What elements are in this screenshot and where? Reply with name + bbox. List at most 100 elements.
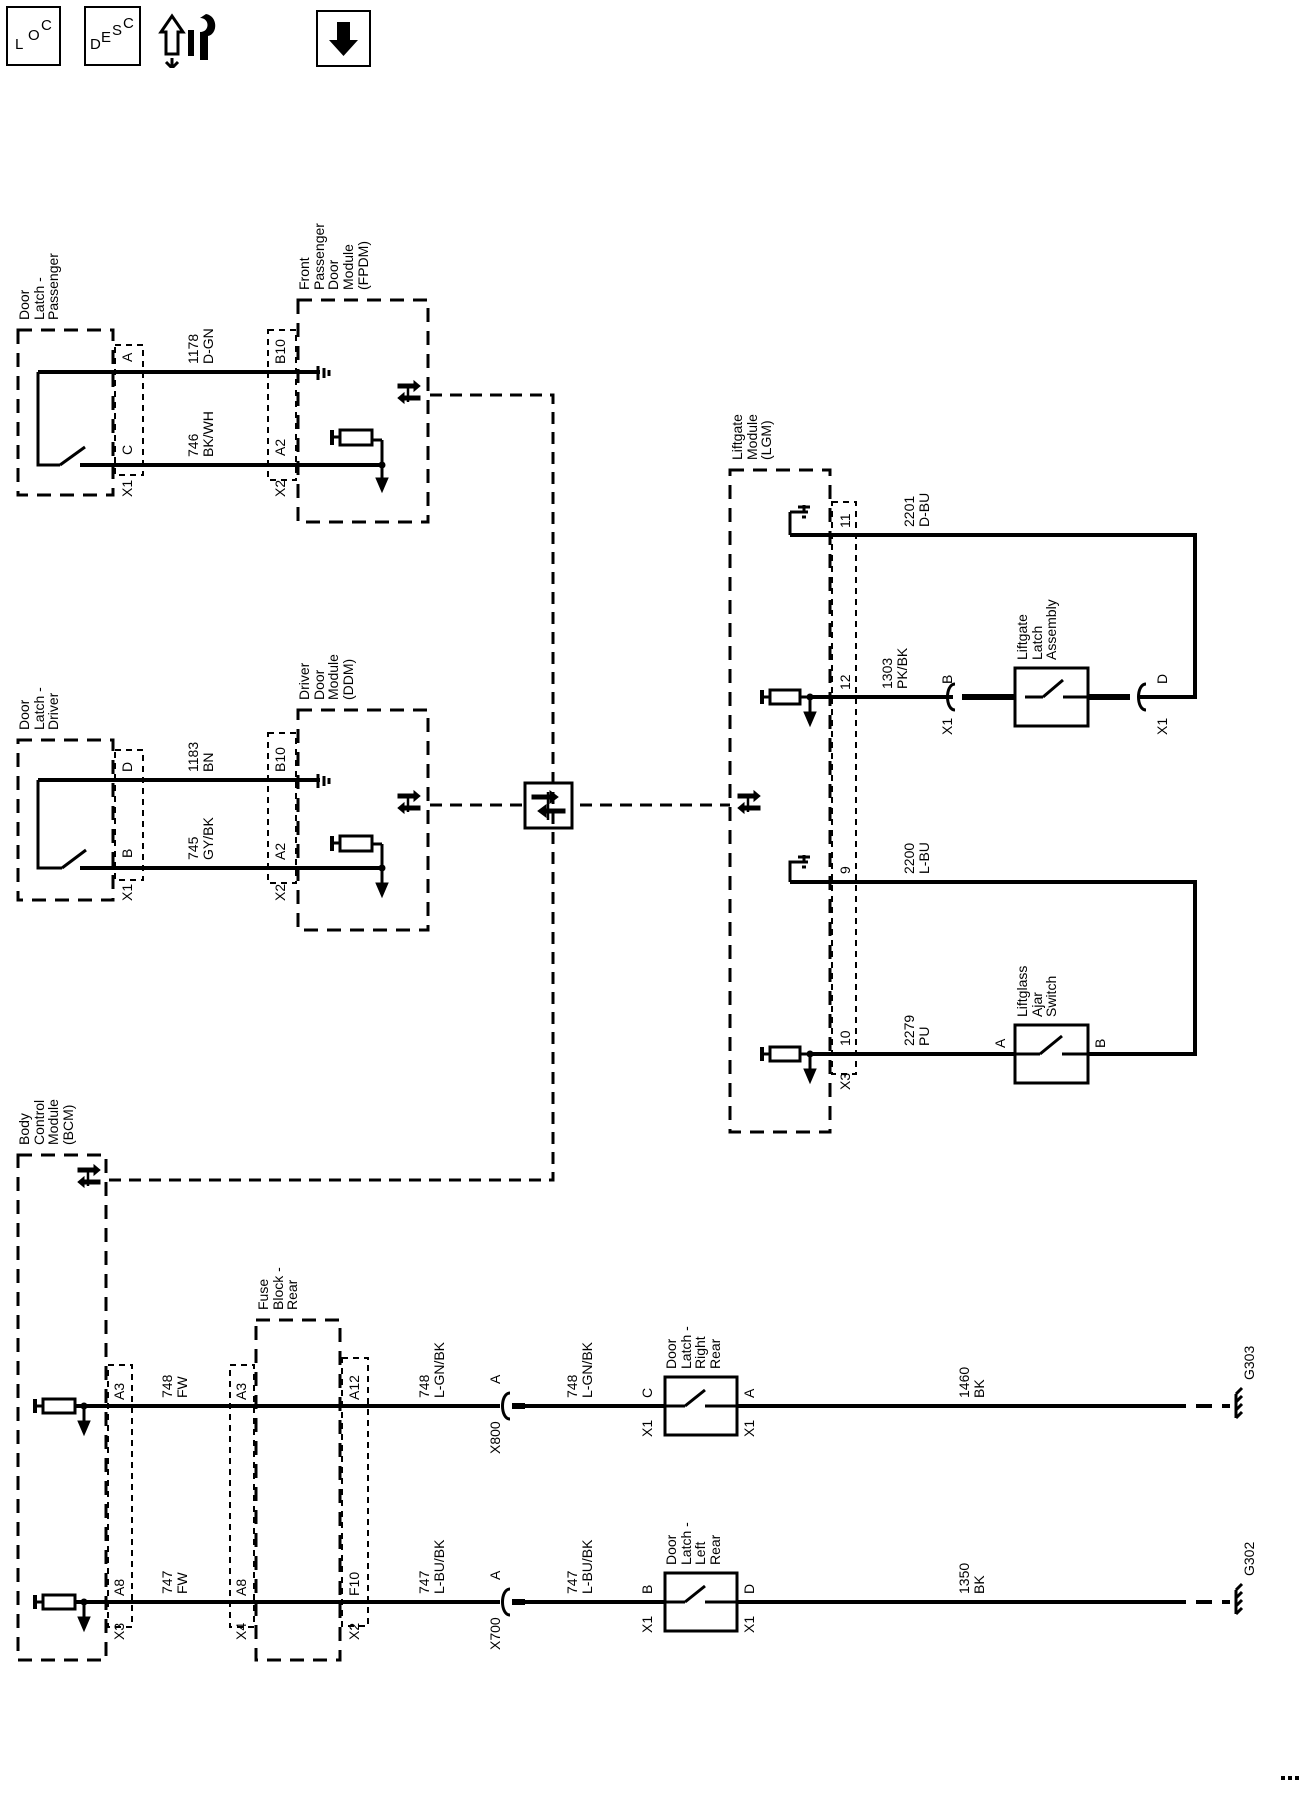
label-door-latch-passenger: Door Latch - Passenger xyxy=(16,253,62,320)
pin-bcm-a8: A8 xyxy=(111,1578,127,1596)
loc-letter-c: C xyxy=(41,17,52,34)
bcm-conn-x3 xyxy=(107,1364,133,1628)
wire-1178: 1178 D-GN xyxy=(185,328,216,364)
pin-latch-d: D xyxy=(1154,673,1170,684)
wire-748-fw: 748 FW xyxy=(159,1374,190,1398)
pin-lgm-10: 10 xyxy=(837,1030,853,1046)
pin-x4-a8: A8 xyxy=(233,1578,249,1596)
fuse-block-rear-box xyxy=(254,1318,342,1662)
conn-rr-x1-c: X1 xyxy=(639,1419,655,1437)
label-door-latch-left-rear: Door Latch - Left Rear xyxy=(663,1522,724,1565)
pin-lr-b: B xyxy=(639,1584,655,1594)
lgm-conn-x3 xyxy=(831,501,857,1075)
bcm-conn-x4 xyxy=(229,1364,255,1628)
pin-lgm-9: 9 xyxy=(837,866,853,874)
conn-x4: X4 xyxy=(233,1622,249,1640)
wire-2200: 2200 L-BU xyxy=(901,842,932,874)
corner-marks xyxy=(1281,1776,1299,1780)
label-liftglass-switch: Liftglass Ajar Switch xyxy=(1014,965,1060,1017)
conn-latch-x1-b: X1 xyxy=(939,717,955,735)
desc-letter-c: C xyxy=(123,15,134,32)
wire-1350: 1350 BK xyxy=(956,1562,987,1594)
ddm-conn-x2 xyxy=(267,732,297,884)
label-lgm: Liftgate Module (LGM) xyxy=(729,414,775,460)
label-door-latch-driver: Door Latch - Driver xyxy=(16,687,62,730)
wire-748-lgn-bk-1: 748 L-GN/BK xyxy=(416,1341,447,1398)
pin-driver-b: B xyxy=(119,848,135,858)
driver-latch-conn-x1 xyxy=(114,749,144,881)
conn-ddm-x2: X2 xyxy=(272,883,288,901)
passenger-latch-conn-x1 xyxy=(114,344,144,476)
pin-passenger-c: C xyxy=(119,444,135,455)
down-arrow-icon xyxy=(329,22,358,56)
loc-letter-o: O xyxy=(28,27,40,44)
conn-x700: X700 xyxy=(487,1617,503,1650)
passenger-latch-box xyxy=(16,328,115,497)
fuse-block-conn-x2 xyxy=(341,1357,369,1627)
pin-x800-a: A xyxy=(487,1374,503,1384)
ground-g302: G302 xyxy=(1241,1541,1257,1576)
pin-x700-a: A xyxy=(487,1570,503,1580)
pin-latch-b: B xyxy=(939,674,955,684)
label-fpdm: Front Passenger Door Module (FPDM) xyxy=(296,223,371,290)
conn-driver-x1: X1 xyxy=(119,883,135,901)
pin-ddm-a2: A2 xyxy=(272,842,288,860)
conn-fpdm-x2: X2 xyxy=(272,479,288,497)
conn-lr-x1-b: X1 xyxy=(639,1615,655,1633)
label-fuse-block-rear: Fuse Block - Rear xyxy=(255,1267,301,1310)
ddm-box xyxy=(296,708,430,932)
desc-button[interactable]: D E S C xyxy=(84,6,141,66)
serial-data-fpdm xyxy=(105,393,555,1182)
pin-passenger-a: A xyxy=(119,352,135,362)
wire-746: 746 BK/WH xyxy=(185,411,216,457)
fpdm-box xyxy=(296,298,430,524)
pin-ddm-b10: B10 xyxy=(272,747,288,772)
pin-fuse-a12: A12 xyxy=(346,1375,362,1400)
pin-x4-a3: A3 xyxy=(233,1382,249,1400)
lgm-box xyxy=(728,468,832,1134)
fpdm-serial-arrows xyxy=(397,379,421,405)
wire-1183: 1183 BN xyxy=(185,741,216,772)
wire-2201: 2201 D-BU xyxy=(901,492,932,527)
conn-lgm-x3: X3 xyxy=(837,1072,853,1090)
conn-fuse-x2: X2 xyxy=(346,1622,362,1640)
desc-letter-s: S xyxy=(112,22,123,39)
conn-lr-x1-d: X1 xyxy=(741,1615,757,1633)
label-bcm: Body Control Module (BCM) xyxy=(16,1099,77,1145)
label-ddm: Driver Door Module (DDM) xyxy=(296,654,357,700)
wire-2279: 2279 PU xyxy=(901,1014,932,1046)
conn-rr-x1-a: X1 xyxy=(741,1419,757,1437)
ground-g303-symbol xyxy=(1234,1386,1244,1420)
down-arrow-button[interactable] xyxy=(316,10,371,67)
label-door-latch-right-rear: Door Latch - Right Rear xyxy=(663,1326,724,1369)
pin-lr-d: D xyxy=(741,1583,757,1594)
schematic-icon[interactable] xyxy=(158,8,224,68)
pin-rr-a: A xyxy=(741,1388,757,1398)
wire-1303: 1303 PK/BK xyxy=(879,647,910,689)
ground-g303: G303 xyxy=(1241,1345,1257,1380)
wire-1460: 1460 BK xyxy=(956,1366,987,1398)
lgm-serial-arrows xyxy=(737,789,761,815)
loc-button[interactable]: L O C xyxy=(6,6,61,66)
pin-switch-a: A xyxy=(992,1038,1008,1048)
desc-letter-e: E xyxy=(101,29,112,46)
ddm-serial-arrows xyxy=(397,789,421,815)
wire-747-fw: 747 FW xyxy=(159,1570,190,1594)
serial-data-splice-box xyxy=(523,781,574,830)
pin-switch-b: B xyxy=(1092,1038,1108,1048)
conn-latch-x1-d: X1 xyxy=(1154,717,1170,735)
conn-bcm-x3: X3 xyxy=(111,1622,127,1640)
loc-letter-l: L xyxy=(15,36,24,53)
pin-lgm-12: 12 xyxy=(837,674,853,690)
splice-serial-arrows xyxy=(531,790,566,820)
driver-latch-box xyxy=(16,738,115,902)
pin-fuse-f10: F10 xyxy=(346,1571,362,1596)
pin-fpdm-b10: B10 xyxy=(272,339,288,364)
pin-rr-c: C xyxy=(639,1387,655,1398)
desc-letter-d: D xyxy=(90,36,101,53)
wire-747-lbu-bk-2: 747 L-BU/BK xyxy=(564,1539,595,1594)
wire-745: 745 GY/BK xyxy=(185,817,216,860)
label-liftgate-latch: Liftgate Latch Assembly xyxy=(1014,599,1060,660)
